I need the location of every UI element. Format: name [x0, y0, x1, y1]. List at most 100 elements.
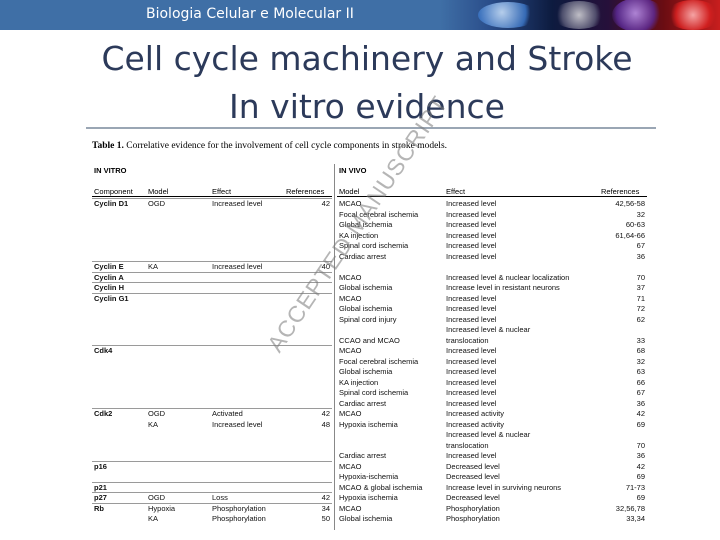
- row-group-rule: [92, 198, 332, 199]
- table-cell-effect: Increased level: [212, 199, 263, 208]
- header-bar: Biologia Celular e Molecular II: [0, 0, 720, 30]
- cell-image-1: [478, 2, 538, 28]
- table-cell-vref: 62: [636, 314, 645, 324]
- table-cell-ref: 42: [321, 199, 330, 208]
- header-vivo-model: Model: [339, 187, 360, 196]
- table-cell-veffect: Increased level & nuclear localization: [446, 272, 570, 282]
- table-cell-ref: 34: [321, 503, 330, 513]
- table-label: Table 1.: [92, 141, 124, 151]
- table-cell-vref: 67: [636, 388, 645, 397]
- header-component: Component: [94, 187, 133, 196]
- table-cell-ref: 42: [321, 409, 330, 418]
- table-caption-text: Correlative evidence for the involvement…: [126, 141, 448, 151]
- table-cell-effect: Phosphorylation: [212, 514, 266, 523]
- table-cell-vmodel: Global ischemia: [339, 304, 393, 313]
- table-cell-vmodel: MCAO & global ischemia: [339, 482, 423, 492]
- row-group-rule: [92, 460, 332, 462]
- table-cell-veffect: Increased level & nuclear: [446, 430, 531, 439]
- table-cell-vref: 33,34: [626, 514, 645, 523]
- table-cell-veffect: Increased level: [446, 304, 497, 313]
- table-cell-vmodel: MCAO: [339, 503, 362, 513]
- row-group-rule: [92, 271, 332, 273]
- table-cell-veffect: translocation: [446, 335, 489, 345]
- table-cell-vref: 66: [636, 377, 645, 387]
- table-cell-veffect: Increased activity: [446, 419, 504, 429]
- row-group-rule: [92, 492, 332, 493]
- table-cell-vref: 32: [636, 356, 645, 366]
- row-group-rule: [92, 502, 332, 504]
- table-cell-vmodel: Global ischemia: [339, 220, 393, 229]
- table-cell-veffect: Increased level: [446, 451, 497, 460]
- table-cell-vref: 70: [636, 272, 645, 282]
- table-cell-vref: 33: [636, 335, 645, 345]
- table-cell-component: Cyclin H: [94, 283, 125, 292]
- table-cell-veffect: Increased level: [446, 356, 497, 366]
- table-cell-veffect: Phosphorylation: [446, 514, 500, 523]
- header-vivo-effect: Effect: [446, 187, 466, 196]
- table-cell-vref: 32: [636, 209, 645, 219]
- table-cell-vmodel: MCAO: [339, 461, 362, 471]
- table-cell-model: OGD: [148, 409, 166, 418]
- table-cell-vmodel: Hypoxia ischemia: [339, 419, 398, 429]
- table-cell-veffect: Increased level: [446, 220, 497, 229]
- table-cell-vref: 68: [636, 346, 645, 355]
- in-vitro-label: IN VITRO: [94, 166, 127, 175]
- table-cell-vmodel: Focal cerebral ischemia: [339, 356, 419, 366]
- header-model: Model: [148, 187, 169, 196]
- table-cell-vref: 70: [636, 440, 645, 450]
- header-effect: Effect: [212, 187, 232, 196]
- table-cell-ref: 50: [321, 514, 330, 523]
- table-cell-model: Hypoxia: [148, 503, 176, 513]
- course-title: Biologia Celular e Molecular II: [146, 6, 354, 22]
- table-cell-veffect: Increased level: [446, 230, 497, 240]
- table-cell-veffect: Increase level in resistant neurons: [446, 283, 560, 292]
- table-cell-vref: 67: [636, 241, 645, 250]
- table-cell-veffect: Increased level: [446, 367, 497, 376]
- table-cell-vref: 36: [636, 451, 645, 460]
- table-cell-vref: 42: [636, 409, 645, 418]
- table-cell-vmodel: Focal cerebral ischemia: [339, 209, 419, 219]
- row-group-rule: [92, 345, 332, 346]
- table-cell-component: p27: [94, 493, 107, 502]
- table-cell-effect: Loss: [212, 493, 228, 502]
- table-cell-veffect: Decreased level: [446, 472, 500, 481]
- cell-image-4: [666, 0, 720, 30]
- table-cell-veffect: translocation: [446, 440, 489, 450]
- table-cell-vmodel: Cardiac arrest: [339, 251, 387, 261]
- table-cell-component: p21: [94, 482, 107, 492]
- table-cell-veffect: Increased level: [446, 241, 497, 250]
- table-cell-veffect: Decreased level: [446, 461, 500, 471]
- table-cell-veffect: Increased level: [446, 346, 497, 355]
- table-cell-vref: 36: [636, 251, 645, 261]
- table-cell-component: Cyclin D1: [94, 199, 129, 208]
- table-cell-vref: 63: [636, 367, 645, 376]
- header-rule-vitro: [92, 196, 332, 197]
- table-cell-ref: 42: [321, 493, 330, 502]
- table-cell-vmodel: Global ischemia: [339, 367, 393, 376]
- table-cell-effect: Activated: [212, 409, 243, 418]
- table-cell-model: KA: [148, 419, 159, 429]
- table-cell-vref: 71: [636, 293, 645, 303]
- table-cell-vmodel: MCAO: [339, 293, 362, 303]
- table-cell-component: Cdk4: [94, 346, 113, 355]
- row-group-rule: [92, 481, 332, 483]
- cell-image-3: [612, 0, 664, 30]
- table-cell-component: p16: [94, 461, 107, 471]
- table-cell-effect: Increased level: [212, 262, 263, 271]
- header-rule-vivo: [337, 196, 647, 197]
- table-cell-vmodel: MCAO: [339, 199, 362, 208]
- table-cell-veffect: Increase level in surviving neurons: [446, 482, 562, 492]
- table-cell-veffect: Increased level: [446, 209, 497, 219]
- table-cell-vref: 32,56,78: [615, 503, 645, 513]
- table-cell-vmodel: MCAO: [339, 409, 362, 418]
- table-cell-vmodel: KA injection: [339, 377, 379, 387]
- table-cell-vmodel: Global ischemia: [339, 514, 393, 523]
- table-cell-model: KA: [148, 262, 159, 271]
- table-cell-component: Rb: [94, 503, 104, 513]
- table-cell-veffect: Increased level: [446, 388, 497, 397]
- row-group-rule: [92, 261, 332, 262]
- table-cell-vref: 61,64-66: [615, 230, 645, 240]
- header-vivo-references: References: [601, 187, 640, 196]
- table-cell-vmodel: Global ischemia: [339, 283, 393, 292]
- table-cell-veffect: Increased level: [446, 199, 497, 208]
